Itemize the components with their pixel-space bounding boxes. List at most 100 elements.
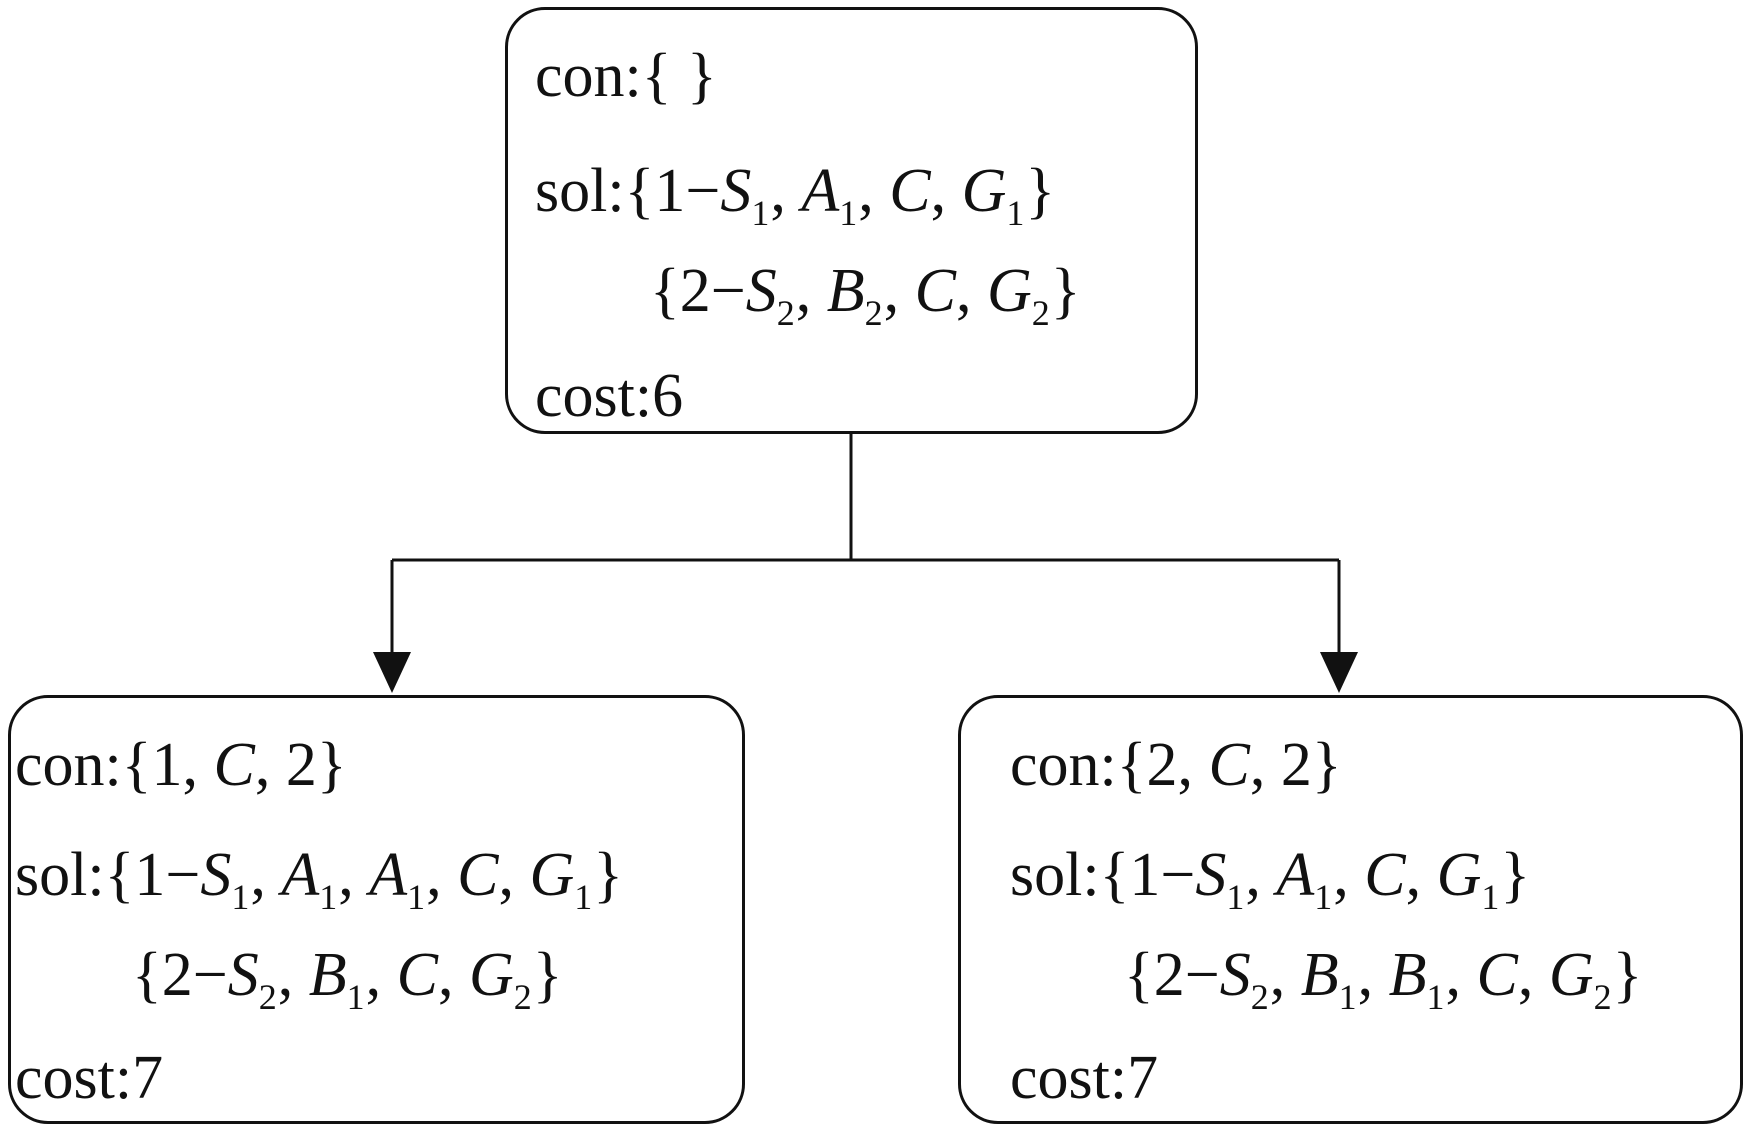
- path-vertex: S: [1195, 841, 1227, 909]
- path-vertex: C: [457, 841, 499, 909]
- cost-value: 7: [1127, 1044, 1159, 1112]
- path-vertex: A: [369, 841, 408, 909]
- solution-path: {1−S1, A1, C, G1}: [1099, 841, 1531, 915]
- separator: ,: [250, 841, 282, 909]
- path-vertex: G: [1436, 841, 1482, 909]
- separator: ,: [1405, 841, 1437, 909]
- path-vertex: C: [1364, 841, 1406, 909]
- separator: ,: [338, 841, 370, 909]
- con-variable: C: [1208, 731, 1250, 799]
- right-arrowhead-icon: [1320, 652, 1358, 693]
- separator: ,: [883, 257, 915, 325]
- path-vertex: C: [914, 257, 956, 325]
- set-close: }: [1500, 841, 1531, 909]
- path-vertex: C: [1476, 941, 1518, 1009]
- vertex-subscript: 2: [864, 293, 883, 333]
- separator: ,: [955, 257, 987, 325]
- path-vertex: A: [801, 157, 840, 225]
- sol-label: sol:: [1010, 841, 1100, 909]
- path-vertex: S: [745, 257, 777, 325]
- con-close: , 2}: [254, 731, 347, 799]
- path-vertex: A: [281, 841, 320, 909]
- path-vertex: B: [1388, 941, 1427, 1009]
- vertex-subscript: 2: [513, 977, 532, 1017]
- separator: ,: [858, 157, 890, 225]
- vertex-subscript: 1: [839, 193, 858, 233]
- left-sol-line-2: {2−S2, B1, C, G2}: [132, 941, 563, 1015]
- right-con-line: con:{2, C, 2}: [1010, 734, 1342, 796]
- sol-label: sol:: [15, 841, 105, 909]
- cost-label: cost:: [1010, 1044, 1128, 1112]
- path-vertex: S: [720, 157, 752, 225]
- separator: ,: [1333, 841, 1365, 909]
- set-close: }: [1025, 157, 1056, 225]
- separator: ,: [770, 157, 802, 225]
- right-child-node: con:{2, C, 2} sol:{1−S1, A1, C, G1} {2−S…: [958, 695, 1743, 1124]
- separator: ,: [1517, 941, 1549, 1009]
- set-close: }: [1050, 257, 1081, 325]
- cost-label: cost:: [535, 362, 653, 430]
- path-vertex: S: [227, 941, 259, 1009]
- con-open: {1,: [121, 731, 214, 799]
- path-vertex: S: [200, 841, 232, 909]
- path-vertex: G: [1548, 941, 1594, 1009]
- left-con-line: con:{1, C, 2}: [15, 734, 347, 796]
- vertex-subscript: 1: [1314, 877, 1333, 917]
- root-cost-line: cost:6: [535, 365, 683, 427]
- solution-path: {2−S2, B1, C, G2}: [132, 941, 563, 1015]
- path-vertex: A: [1276, 841, 1315, 909]
- set-open: {1−: [624, 157, 721, 225]
- cost-value: 7: [132, 1044, 164, 1112]
- vertex-subscript: 2: [776, 293, 795, 333]
- con-label: con:: [1010, 731, 1117, 799]
- vertex-subscript: 1: [1006, 193, 1025, 233]
- set-open: {2−: [650, 257, 746, 325]
- separator: ,: [498, 841, 530, 909]
- root-con-line: con:{ }: [535, 45, 717, 107]
- path-vertex: C: [889, 157, 931, 225]
- vertex-subscript: 2: [1250, 977, 1269, 1017]
- path-vertex: G: [529, 841, 575, 909]
- vertex-subscript: 1: [751, 193, 770, 233]
- vertex-subscript: 2: [1593, 977, 1612, 1017]
- vertex-subscript: 2: [258, 977, 277, 1017]
- right-sol-line-2: {2−S2, B1, B1, C, G2}: [1124, 941, 1643, 1015]
- root-sol-line-1: sol:{1−S1, A1, C, G1}: [535, 157, 1056, 231]
- solution-path: {2−S2, B2, C, G2}: [650, 257, 1081, 331]
- solution-path: {2−S2, B1, B1, C, G2}: [1124, 941, 1643, 1015]
- set-close: }: [593, 841, 623, 909]
- solution-path: {1−S1, A1, C, G1}: [624, 157, 1056, 231]
- set-open: {1−: [1099, 841, 1196, 909]
- con-label: con:: [15, 731, 122, 799]
- vertex-subscript: 1: [346, 977, 365, 1017]
- path-vertex: B: [1300, 941, 1339, 1009]
- con-label: con:: [535, 42, 642, 110]
- separator: ,: [1357, 941, 1389, 1009]
- separator: ,: [1245, 841, 1277, 909]
- left-sol-line-1: sol:{1−S1, A1, A1, C, G1}: [15, 841, 623, 915]
- set-close: }: [1612, 941, 1643, 1009]
- sol-label: sol:: [535, 157, 625, 225]
- separator: ,: [1269, 941, 1301, 1009]
- path-vertex: S: [1219, 941, 1251, 1009]
- vertex-subscript: 1: [1481, 877, 1500, 917]
- con-variable: C: [213, 731, 255, 799]
- cost-value: 6: [652, 362, 684, 430]
- solution-path: {1−S1, A1, A1, C, G1}: [105, 841, 623, 915]
- right-cost-line: cost:7: [1010, 1047, 1158, 1109]
- con-close: , 2}: [1249, 731, 1342, 799]
- separator: ,: [277, 941, 309, 1009]
- vertex-subscript: 2: [1031, 293, 1050, 333]
- path-vertex: B: [308, 941, 347, 1009]
- set-open: {2−: [132, 941, 228, 1009]
- right-sol-line-1: sol:{1−S1, A1, C, G1}: [1010, 841, 1531, 915]
- path-vertex: B: [826, 257, 865, 325]
- left-cost-line: cost:7: [15, 1047, 163, 1109]
- vertex-subscript: 1: [1338, 977, 1357, 1017]
- separator: ,: [930, 157, 962, 225]
- vertex-subscript: 1: [319, 877, 338, 917]
- vertex-subscript: 1: [1426, 977, 1445, 1017]
- path-vertex: G: [986, 257, 1032, 325]
- left-arrowhead-icon: [373, 652, 411, 693]
